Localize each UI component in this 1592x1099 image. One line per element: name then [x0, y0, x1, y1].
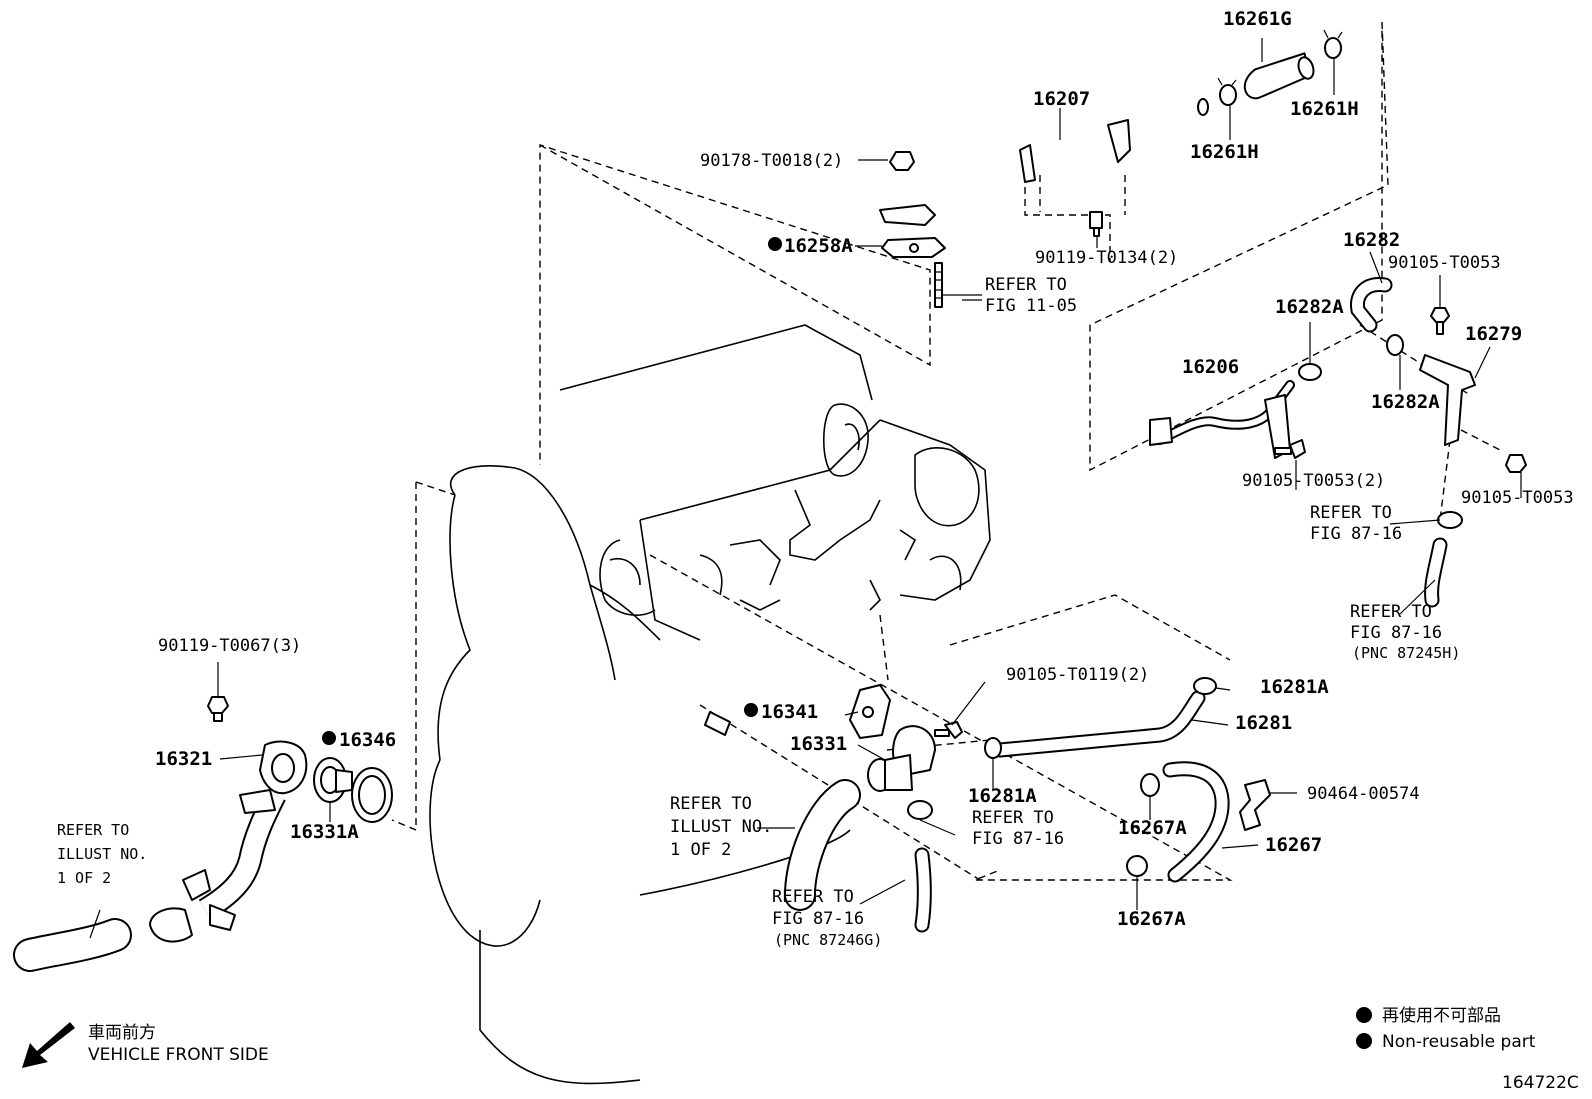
label-90105-T0119[interactable]: 90105-T0119(2): [1006, 665, 1149, 685]
pipe-16206[interactable]: [1149, 380, 1295, 459]
label-16261G[interactable]: 16261G: [1223, 8, 1292, 30]
clamp-16281A-lower[interactable]: [984, 737, 1002, 759]
label-90105-T0053-top[interactable]: 90105-T0053: [1388, 253, 1501, 273]
clamp-16267A-upper[interactable]: [1140, 773, 1160, 797]
hose-16281[interactable]: [992, 690, 1206, 758]
label-16261H-upper[interactable]: 16261H: [1290, 98, 1359, 120]
ref-fig-87-16-h-line2[interactable]: FIG 87-16: [1350, 623, 1442, 643]
bracket-16279[interactable]: [1419, 354, 1476, 446]
hose-mid-illust[interactable]: [784, 779, 861, 911]
label-16267A-upper[interactable]: 16267A: [1118, 817, 1187, 839]
label-16281A-upper[interactable]: 16281A: [1260, 676, 1329, 698]
hose-87246G[interactable]: [914, 847, 932, 933]
ref-fig-87-16-h-line3[interactable]: (PNC 87245H): [1352, 644, 1460, 662]
label-16281A-lower[interactable]: 16281A: [968, 785, 1037, 807]
hose-16267[interactable]: [1162, 761, 1230, 883]
label-16281[interactable]: 16281: [1235, 712, 1292, 734]
gasket-16258A[interactable]: [881, 237, 946, 258]
label-16267A-lower[interactable]: 16267A: [1117, 908, 1186, 930]
ref-fig-87-16-top-line2[interactable]: FIG 87-16: [1310, 524, 1402, 544]
water-outlet-16331[interactable]: [867, 725, 936, 792]
ref-illust-left-line1[interactable]: REFER TO: [57, 821, 129, 839]
clamp-16282A-lower[interactable]: [1386, 334, 1404, 356]
legend-en-label: Non-reusable part: [1382, 1032, 1536, 1052]
ref-illust-mid-line3[interactable]: 1 OF 2: [670, 840, 731, 860]
non-reusable-marker: [744, 703, 758, 717]
hose-16261G[interactable]: [1240, 52, 1316, 101]
hose-left[interactable]: [13, 918, 132, 972]
label-16331A[interactable]: 16331A: [290, 821, 359, 843]
hose-87245H[interactable]: [1424, 537, 1448, 608]
non-reusable-marker: [322, 731, 336, 745]
orientation-jp-label: 車両前方: [88, 1023, 156, 1043]
label-16321[interactable]: 16321: [155, 748, 212, 770]
non-reusable-marker: [768, 237, 782, 251]
label-16207[interactable]: 16207: [1033, 88, 1090, 110]
label-90178-T0018[interactable]: 90178-T0018(2): [700, 151, 843, 171]
nut-90178[interactable]: [889, 151, 915, 171]
water-bypass-pipe-16207[interactable]: [879, 98, 1209, 226]
ref-illust-mid-line2[interactable]: ILLUST NO.: [670, 817, 772, 837]
pipe-stub[interactable]: [704, 711, 731, 736]
ref-fig-87-16-mid-line2[interactable]: FIG 87-16: [972, 829, 1064, 849]
label-16206[interactable]: 16206: [1182, 356, 1239, 378]
gasket-16341[interactable]: [849, 684, 891, 739]
label-16282[interactable]: 16282: [1343, 229, 1400, 251]
ref-fig-87-16-g-line2[interactable]: FIG 87-16: [772, 909, 864, 929]
bolt-90119-T0067[interactable]: [207, 696, 229, 722]
bolt-90105-T0053-pair[interactable]: [1274, 439, 1306, 459]
label-90119-T0067[interactable]: 90119-T0067(3): [158, 636, 301, 656]
ref-illust-left-line3[interactable]: 1 OF 2: [57, 869, 111, 887]
clamp-fig-87-16-mid[interactable]: [907, 800, 933, 820]
label-16282A-lower[interactable]: 16282A: [1371, 391, 1440, 413]
label-90105-T0053-right[interactable]: 90105-T0053: [1461, 488, 1574, 508]
bolt-90105-T0053-right[interactable]: [1505, 454, 1527, 473]
ref-fig-11-05-line1[interactable]: REFER TO: [985, 275, 1067, 295]
leader-lines: [89, 38, 1522, 939]
clamp-16261H-upper[interactable]: [1323, 29, 1343, 59]
engine-block-outline: [429, 324, 991, 1085]
ref-fig-87-16-g-line3[interactable]: (PNC 87246G): [774, 931, 882, 949]
bolt-90105-T0053-top[interactable]: [1430, 307, 1450, 335]
hose-16282[interactable]: [1350, 277, 1393, 333]
label-16331[interactable]: 16331: [790, 733, 847, 755]
label-16267[interactable]: 16267: [1265, 834, 1322, 856]
label-16279[interactable]: 16279: [1465, 323, 1522, 345]
stud-bolt[interactable]: [934, 262, 943, 308]
label-16258A[interactable]: 16258A: [784, 235, 853, 257]
thermostat-16331A[interactable]: [313, 757, 353, 803]
clamp-16261H-lower[interactable]: [1217, 77, 1237, 106]
clip-90464-00574[interactable]: [1239, 779, 1271, 831]
orientation-en-label: VEHICLE FRONT SIDE: [88, 1045, 269, 1065]
ref-illust-left-line2[interactable]: ILLUST NO.: [57, 845, 147, 863]
label-16346[interactable]: 16346: [339, 729, 396, 751]
ref-fig-87-16-mid-line1[interactable]: REFER TO: [972, 808, 1054, 828]
legend-marker: [1356, 1007, 1372, 1023]
gasket-16346[interactable]: [351, 767, 393, 823]
assembly-outlines: [391, 21, 1501, 881]
ref-fig-87-16-top-line1[interactable]: REFER TO: [1310, 503, 1392, 523]
label-90464-00574[interactable]: 90464-00574: [1307, 784, 1420, 804]
bolt-90105-T0119[interactable]: [934, 721, 963, 739]
label-90105-T0053-pair[interactable]: 90105-T0053(2): [1242, 471, 1385, 491]
ref-fig-87-16-g-line1[interactable]: REFER TO: [772, 887, 854, 907]
figure-id: 164722C: [1502, 1073, 1579, 1093]
bolt-90119-T0134[interactable]: [1089, 211, 1103, 237]
vehicle-front-arrow-icon: [22, 1022, 75, 1068]
ref-fig-11-05-line2[interactable]: FIG 11-05: [985, 296, 1077, 316]
water-inlet-16321[interactable]: [149, 740, 308, 943]
label-16341[interactable]: 16341: [761, 701, 818, 723]
legend-marker: [1356, 1033, 1372, 1049]
ref-illust-mid-line1[interactable]: REFER TO: [670, 794, 752, 814]
ref-fig-87-16-h-line1[interactable]: REFER TO: [1350, 602, 1432, 622]
legend-jp-label: 再使用不可部品: [1382, 1005, 1501, 1026]
clamp-16267A-lower[interactable]: [1126, 855, 1148, 877]
clamp-16282A-upper[interactable]: [1298, 363, 1322, 381]
label-16261H-lower[interactable]: 16261H: [1190, 141, 1259, 163]
label-16282A-upper[interactable]: 16282A: [1275, 296, 1344, 318]
clamp-16281A-upper[interactable]: [1193, 677, 1217, 695]
label-90119-T0134[interactable]: 90119-T0134(2): [1035, 248, 1178, 268]
clamp-fig-87-16-upper[interactable]: [1437, 511, 1463, 529]
